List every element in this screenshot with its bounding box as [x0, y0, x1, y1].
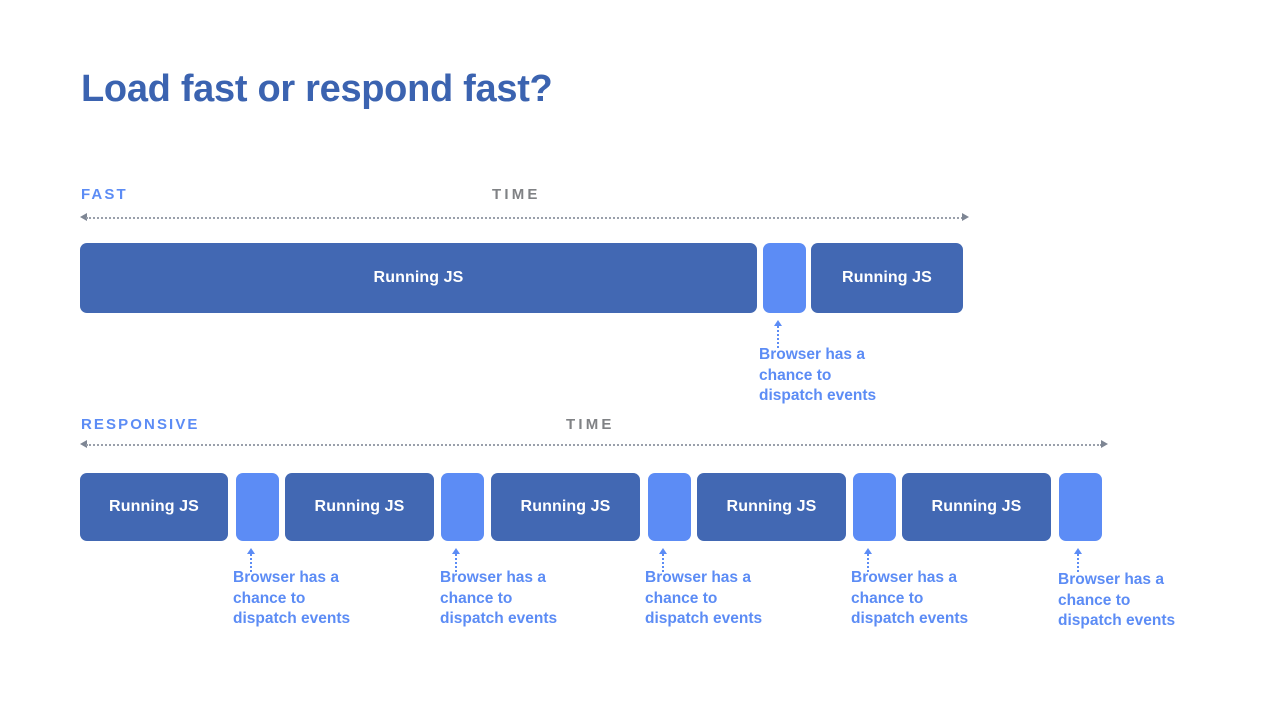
- running-js-bar: Running JS: [902, 473, 1051, 541]
- callout-text: Browser has a chance to dispatch events: [440, 569, 558, 627]
- callout-stem: [455, 554, 457, 572]
- callout-text: Browser has a chance to dispatch events: [645, 569, 763, 627]
- section-label-responsive: RESPONSIVE: [81, 416, 200, 433]
- callout-stem: [250, 554, 252, 572]
- time-axis-label-fast: TIME: [492, 186, 541, 203]
- bar-label: Running JS: [109, 498, 199, 515]
- callout-stem: [1077, 554, 1079, 572]
- browser-gap-bar: [853, 473, 896, 541]
- callout-text: Browser has a chance to dispatch events: [851, 569, 969, 627]
- callout-arrow-up-icon: [1074, 548, 1082, 554]
- running-js-bar: Running JS: [697, 473, 846, 541]
- callout-text: Browser has a chance to dispatch events: [233, 569, 351, 627]
- bar-label: Running JS: [842, 269, 932, 286]
- browser-gap-bar: [236, 473, 279, 541]
- callout-text: Browser has a chance to dispatch events: [759, 346, 877, 404]
- browser-gap-bar: [441, 473, 484, 541]
- time-axis-fast: [80, 213, 969, 222]
- axis-dotted-line: [86, 217, 963, 219]
- axis-arrow-right-icon: [1101, 440, 1108, 448]
- time-axis-label-responsive: TIME: [566, 416, 615, 433]
- section-label-fast: FAST: [81, 186, 128, 203]
- axis-arrow-left-icon: [80, 440, 87, 448]
- callout-arrow-up-icon: [864, 548, 872, 554]
- bar-label: Running JS: [726, 498, 817, 515]
- callout-stem: [777, 326, 779, 348]
- callout-text: Browser has a chance to dispatch events: [1058, 571, 1176, 629]
- callout-arrow-up-icon: [452, 548, 460, 554]
- running-js-bar: Running JS: [491, 473, 640, 541]
- running-js-bar: Running JS: [80, 473, 228, 541]
- bar-label: Running JS: [520, 498, 611, 515]
- bar-label: Running JS: [931, 498, 1022, 515]
- running-js-bar: Running JS: [811, 243, 963, 313]
- browser-gap-bar: [648, 473, 691, 541]
- browser-gap-bar: [763, 243, 806, 313]
- page-title: Load fast or respond fast?: [81, 68, 553, 110]
- axis-arrow-left-icon: [80, 213, 87, 221]
- time-axis-responsive: [80, 440, 1108, 449]
- callout-arrow-up-icon: [247, 548, 255, 554]
- running-js-bar: Running JS: [285, 473, 434, 541]
- axis-dotted-line: [86, 444, 1102, 446]
- callout-arrow-up-icon: [774, 320, 782, 326]
- browser-gap-bar: [1059, 473, 1102, 541]
- bar-label: Running JS: [373, 269, 464, 286]
- callout-stem: [662, 554, 664, 572]
- callout-stem: [867, 554, 869, 572]
- axis-arrow-right-icon: [962, 213, 969, 221]
- bar-label: Running JS: [314, 498, 405, 515]
- running-js-bar: Running JS: [80, 243, 757, 313]
- callout-arrow-up-icon: [659, 548, 667, 554]
